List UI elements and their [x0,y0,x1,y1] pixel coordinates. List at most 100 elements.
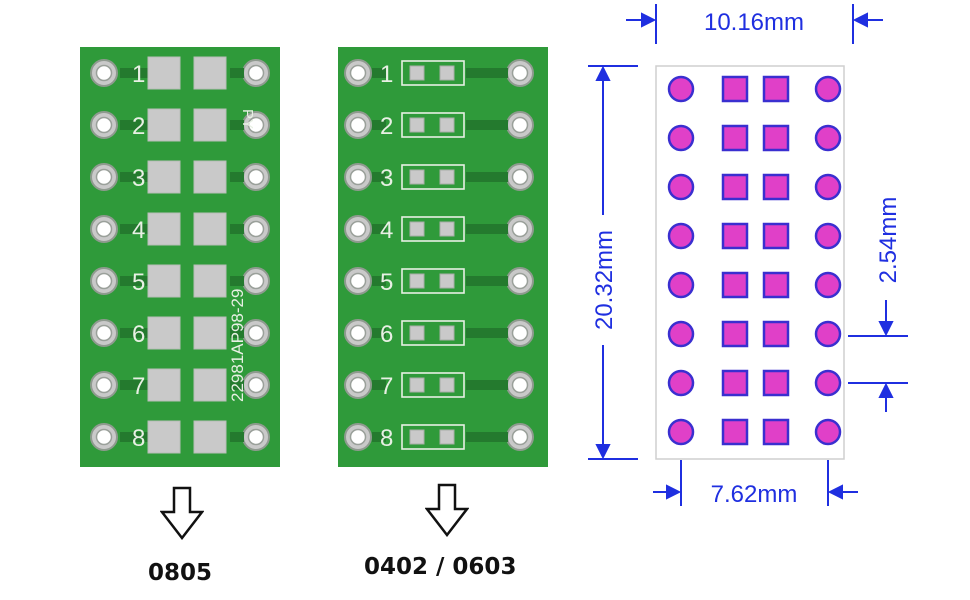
drawing-round-pad [814,222,842,250]
trace [230,120,244,130]
trace [466,224,508,234]
trace [120,328,148,338]
drawing-round-pad [814,369,842,397]
drawing-round-pad [667,320,695,348]
pin-number: 5 [380,269,393,296]
smd-pad [439,117,455,133]
dimension-drawing: 10.16mm 20.32mm 2.54mm 7.62mm [578,0,970,520]
through-hole-pad [344,319,372,347]
smd-pad [147,160,181,194]
trace [230,276,244,286]
smd-pad [409,429,425,445]
smd-pad [193,316,227,350]
trace [372,432,386,442]
through-hole-pad [506,215,534,243]
trace [120,172,148,182]
smd-pad [409,325,425,341]
drawing-square-pad [721,222,749,250]
silkscreen-outline [401,164,465,190]
trace [466,276,508,286]
trace [372,380,386,390]
smd-pad [409,65,425,81]
silkscreen-outline [401,268,465,294]
through-hole-pad [90,215,118,243]
drawing-round-pad [667,124,695,152]
through-hole-pad [506,371,534,399]
pin-number: 6 [132,321,145,348]
trace [120,120,148,130]
silkscreen-outline [401,60,465,86]
trace [230,328,244,338]
trace [230,224,244,234]
trace [120,432,148,442]
smd-pad [409,273,425,289]
smd-pad [439,221,455,237]
drawing-square-pad [762,369,790,397]
trace [466,328,508,338]
trace [230,172,244,182]
drawing-square-pad [721,271,749,299]
drawing-square-pad [762,418,790,446]
pin-number: 3 [380,165,393,192]
trace [372,68,386,78]
through-hole-pad [506,59,534,87]
smd-pad [193,264,227,298]
smd-pad [409,377,425,393]
drawing-round-pad [814,320,842,348]
trace [120,380,148,390]
through-hole-pad [506,423,534,451]
drawing-round-pad [667,222,695,250]
through-hole-pad [344,163,372,191]
drawing-round-pad [814,173,842,201]
down-arrow-icon [160,486,204,540]
through-hole-pad [344,215,372,243]
board-part-number: 22981AP98-29 [228,289,247,402]
drawing-square-pad [762,124,790,152]
smd-pad [409,169,425,185]
through-hole-pad [242,215,270,243]
drawing-square-pad [721,369,749,397]
footprint-label-0805: 0805 [148,560,213,586]
dimension-height-label: 20.32mm [591,230,618,330]
smd-pad [439,325,455,341]
drawing-square-pad [762,271,790,299]
silkscreen-outline [401,320,465,346]
through-hole-pad [344,267,372,295]
drawing-round-pad [667,75,695,103]
through-hole-pad [506,267,534,295]
drawing-round-pad [667,418,695,446]
drawing-square-pad [762,173,790,201]
smd-pad [439,169,455,185]
trace [372,224,386,234]
smd-pad [193,160,227,194]
pin-number: 3 [132,165,145,192]
trace [230,380,244,390]
trace [466,120,508,130]
drawing-round-pad [814,271,842,299]
smd-pad [193,420,227,454]
through-hole-pad [506,163,534,191]
drawing-square-pad [762,320,790,348]
pin-number: 1 [132,61,145,88]
through-hole-pad [90,423,118,451]
pin-number: 8 [132,425,145,452]
through-hole-pad [344,423,372,451]
silkscreen-outline [401,424,465,450]
pin-number: 1 [380,61,393,88]
trace [372,172,386,182]
through-hole-pad [90,111,118,139]
smd-pad [439,273,455,289]
pin-number: 2 [132,113,145,140]
board-corner-mark: PY [239,109,256,129]
trace [120,68,148,78]
smd-pad [439,377,455,393]
smd-pad [439,429,455,445]
drawing-round-pad [667,173,695,201]
silkscreen-outline [401,372,465,398]
smd-pad [147,368,181,402]
through-hole-pad [90,267,118,295]
smd-pad [147,420,181,454]
smd-pad [147,212,181,246]
smd-pad [147,56,181,90]
